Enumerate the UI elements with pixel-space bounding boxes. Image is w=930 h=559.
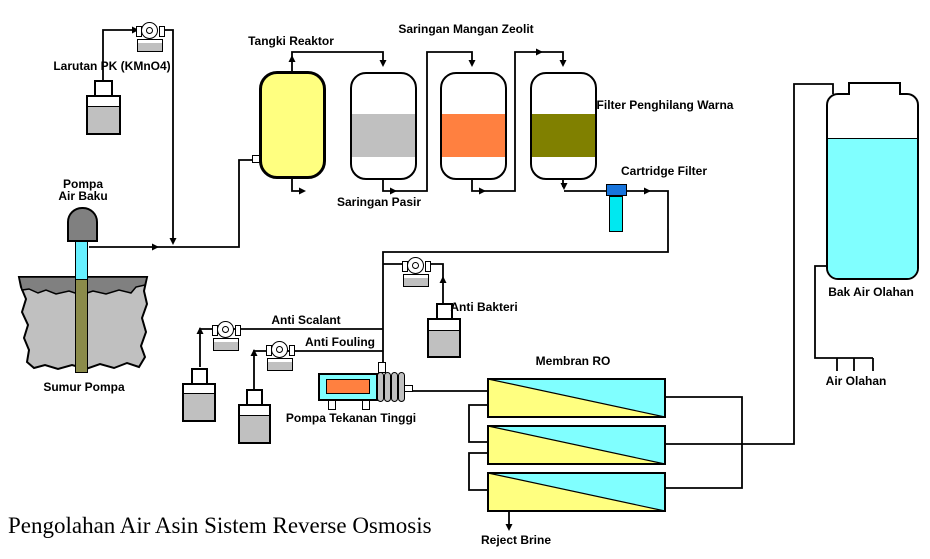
reactor-to-sand-line [291,51,384,71]
label-pompa-air-baku: Pompa Air Baku [58,178,107,202]
ro-membrane-1 [487,378,666,418]
pump-head-icon [407,257,424,274]
pipes [89,29,874,528]
product-outlet-line [814,265,873,359]
pump-base [267,358,293,371]
pump-port-icon [289,345,295,356]
kmno4-bottle [86,80,121,135]
pump-port-icon [425,261,431,272]
cartridge-filter-cap [606,184,627,196]
tangki-reaktor-vessel [259,71,326,179]
pump-head-icon [217,321,234,338]
color-removal-filter-vessel [530,72,597,180]
product-tank-collar [848,82,901,95]
label-membran-ro: Membran RO [535,354,611,368]
sand-to-zeolite-line [382,51,473,192]
bottle-liquid [240,415,269,442]
hp-pump-core [326,379,370,394]
raw-water-pipe [75,238,88,280]
label-pompa-tekanan-tinggi: Pompa Tekanan Tinggi [285,411,417,425]
cartridge-filter-body [609,196,623,232]
label-anti-fouling: Anti Fouling [305,335,375,349]
bottle-neck [435,303,453,318]
hp-pump-coil [391,372,398,402]
bottle-neck [246,389,263,404]
carbon-media [532,114,595,157]
cartridge-feed-line [382,190,669,364]
reactor-inlet-stub [252,155,260,163]
antiscalant-bottle [182,368,216,422]
reactor-drain-line [291,179,300,192]
bottle-neck [94,80,113,95]
membrane-bracket-right [665,396,743,489]
hp-pump-outlet-stub [404,385,413,392]
label-sumur-pompa: Sumur Pompa [43,380,125,394]
hp-pump-leg [328,400,336,410]
zeolite-to-carbon-line [471,51,564,192]
label-saringan-pasir: Saringan Pasir [336,195,422,209]
membrane-bracket-left-2 [468,452,488,491]
label-cartridge-filter: Cartridge Filter [620,164,708,178]
product-water-tank [826,93,919,280]
antifouling-dosing-pump [266,341,295,371]
ro-membranes [487,378,666,512]
well-casing-pipe [75,277,88,373]
pump-head-icon [141,22,158,39]
hp-pump-coil [377,372,384,402]
label-pompa-line2: Air Baku [58,189,108,203]
product-water [828,138,917,278]
zeolite-media [442,114,505,157]
bottle-liquid [88,106,119,133]
label-reject-brine: Reject Brine [480,533,552,547]
antifouling-bottle [238,389,271,444]
label-larutan-pk: Larutan PK (KMnO4) [53,59,171,73]
raw-water-pump [67,207,98,242]
hp-pump-leg [362,400,370,410]
bottle-body [86,95,121,135]
bottle-liquid [429,330,459,356]
bottle-body [427,318,461,358]
label-pompa-line1: Pompa [62,177,104,191]
label-anti-scalant: Anti Scalant [271,313,341,327]
flow-arrows [132,26,651,531]
pump-base [137,39,163,52]
label-saringan-mangan-zeolit: Saringan Mangan Zeolit [398,22,534,36]
antibakteri-bottle [427,303,461,358]
antibakteri-suction-line [428,263,444,304]
diagram-title: Pengolahan Air Asin Sistem Reverse Osmos… [8,513,432,538]
antiscalant-dosing-pump [212,321,241,351]
label-anti-bakteri: Anti Bakteri [450,300,518,314]
label-bak-air-olahan: Bak Air Olahan [828,285,914,299]
pump-port-icon [159,26,165,37]
sand-filter-vessel [350,72,417,180]
kmno4-dosing-pump [136,22,165,52]
sand-media [352,114,415,157]
bottle-neck [190,368,208,383]
ro-membrane-3 [487,472,666,512]
hp-pump-coil [384,372,391,402]
permeate-line [665,83,834,445]
bottle-body [238,404,271,444]
label-tangki-reaktor: Tangki Reaktor [248,34,334,48]
manganese-zeolite-vessel [440,72,507,180]
kmno4-suction-line [102,29,132,81]
label-filter-penghilang-warna: Filter Penghilang Warna [596,98,734,112]
antibakteri-dosing-pump [402,257,431,287]
kmno4-dosing-line [165,29,174,241]
pump-port-icon [235,325,241,336]
pump-base [403,274,429,287]
pump-head-icon [271,341,288,358]
pump-base [213,338,239,351]
ro-membrane-2 [487,425,666,465]
membrane-bracket-left-1 [468,404,488,443]
bottle-liquid [184,393,214,420]
raw-water-line [89,159,255,248]
bottle-body [182,383,216,422]
label-air-olahan: Air Olahan [825,374,887,388]
